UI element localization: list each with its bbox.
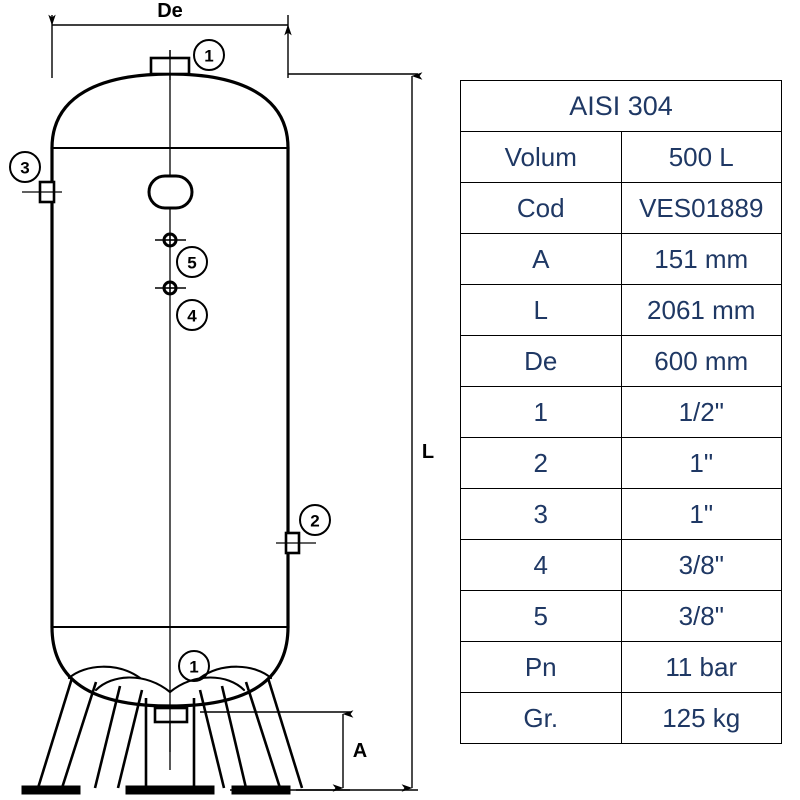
leg-inner-left-edge-1 [93,685,122,789]
balloon-circle [178,650,210,682]
row-value: 1/2" [620,386,782,438]
row-label: 4 [460,539,622,591]
leg-plate-left [21,785,81,795]
row-value: 3/8" [620,539,782,591]
row-value: VES01889 [620,182,782,234]
row-label: 3 [460,488,622,540]
leg-inner-left-edge-2 [116,689,144,789]
leg-saddle-right-outer [198,665,273,680]
port-5 [155,232,186,248]
balloon-label: 2 [310,512,319,531]
leg-left-edge-2 [60,681,98,789]
row-value: 600 mm [620,335,782,387]
nozzle-top [149,50,191,80]
nozzle-3-left [22,180,62,204]
table-row: Cod VES01889 [460,182,782,234]
balloon-1-top: 1 [193,39,225,71]
balloon-circle [176,299,208,331]
balloon-1-bottom: 1 [178,650,210,682]
table-row: Volum 500 L [460,131,782,183]
balloon-label: 4 [187,307,197,326]
row-value: 11 bar [620,641,782,693]
leg-inner-right-edge-2 [220,685,248,789]
row-label: A [460,233,622,285]
row-value: 125 kg [620,692,782,744]
table-row: 1 1/2" [460,386,782,438]
row-value: 3/8" [620,590,782,642]
balloon-label: 5 [187,254,196,273]
manhole-cover [147,174,194,210]
table-row: 5 3/8" [460,590,782,642]
specification-table: AISI 304 Volum 500 L Cod VES01889 A 151 … [460,80,782,744]
balloon-5: 5 [176,246,208,278]
table-row: A 151 mm [460,233,782,285]
leg-saddle-left-inner [94,676,172,694]
balloon-3-left: 3 [9,151,41,183]
table-row: 2 1" [460,437,782,489]
leg-inner-right-edge-1 [198,689,226,789]
row-value: 500 L [620,131,782,183]
row-label: Pn [460,641,622,693]
row-label: Volum [460,131,622,183]
table-row-header: AISI 304 [460,80,782,132]
balloon-circle [176,246,208,278]
table-row: De 600 mm [460,335,782,387]
row-value: 1" [620,437,782,489]
row-label: 2 [460,437,622,489]
row-label: 5 [460,590,622,642]
vessel-elevation-svg: De L A [9,0,434,795]
table-row: Gr. 125 kg [460,692,782,744]
row-label: L [460,284,622,336]
leg-plate-center [125,785,215,795]
balloon-4: 4 [176,299,208,331]
leg-saddle-left-outer [67,665,142,680]
row-value: 1" [620,488,782,540]
dimension-De: De [48,0,292,78]
table-row: 4 3/8" [460,539,782,591]
row-label: Cod [460,182,622,234]
row-value: 151 mm [620,233,782,285]
balloon-2-right: 2 [299,504,331,536]
dimension-A: A [200,710,367,792]
support-legs [21,665,304,795]
table-row: 3 1" [460,488,782,540]
nozzle-bottom-flange [153,706,189,724]
balloon-circle [299,504,331,536]
dimension-L: L [288,72,434,792]
balloon-circle [193,39,225,71]
leg-right-edge-1 [244,681,282,789]
leg-right-edge-2 [266,677,304,789]
De-dimension-label: De [157,0,183,22]
vessel-drawing-panel: De L A [9,0,434,795]
L-dimension-label: L [422,441,434,463]
balloon-label: 1 [204,47,213,66]
specification-table-wrapper: AISI 304 Volum 500 L Cod VES01889 A 151 … [460,80,782,744]
table-row: L 2061 mm [460,284,782,336]
balloon-label: 1 [189,658,198,677]
row-label: Gr. [460,692,622,744]
row-label: 1 [460,386,622,438]
spec-table-body: AISI 304 Volum 500 L Cod VES01889 A 151 … [460,80,782,744]
balloon-circle [9,151,41,183]
leg-left-edge-1 [36,677,74,789]
A-dimension-label: A [353,740,367,762]
nozzle-bottom-drain [153,706,189,752]
balloon-label: 3 [20,159,29,178]
row-value: 2061 mm [620,284,782,336]
table-row: Pn 11 bar [460,641,782,693]
port-4 [155,280,186,296]
material-grade-header: AISI 304 [460,80,782,132]
leg-plate-right [231,785,291,795]
row-label: De [460,335,622,387]
leg-saddle-right-inner [168,676,246,694]
nozzle-2-right [276,531,316,555]
